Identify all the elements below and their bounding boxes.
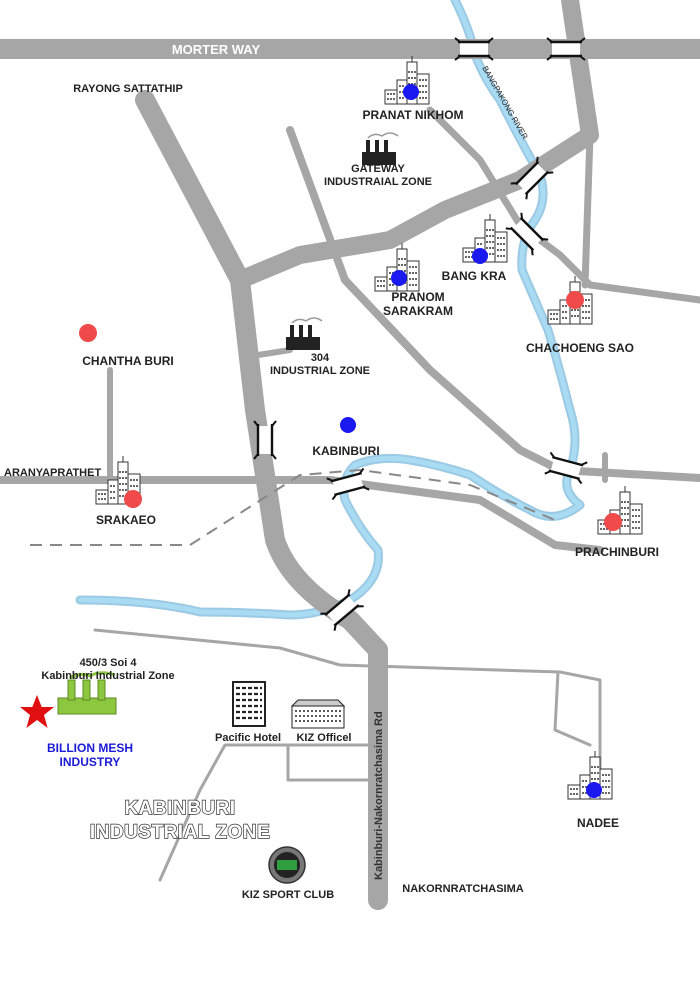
office-icon [290,699,346,729]
morter-way-label: MORTER WAY [172,42,261,57]
bridges [252,36,589,632]
chachoeng-sao-label: CHACHOENG SAO [526,341,634,355]
kiz-title-2: INDUSTRIAL ZONE [90,822,270,843]
prachinburi-label: PRACHINBURI [575,545,659,559]
marker-prachinburi [604,513,622,531]
zone304-factory-icon [285,317,323,350]
gateway-label-2: INDUSTRAIAL ZONE [324,176,432,188]
kabinburi-label: KABINBURI [312,444,379,458]
address-line-2: Kabinburi Industrial Zone [41,670,174,682]
river [75,0,585,620]
marker-srakaeo [124,490,142,508]
hotel-icon [232,681,266,727]
address-line-1: 450/3 Soi 4 [80,657,138,669]
kiz-office-label: KIZ Officel [296,732,351,744]
marker-bang-kra [472,248,488,264]
kabinburi-nakorn-road-label: Kabinburi-Nakornratchasima Rd [373,711,385,880]
pranom-label-2: SARAKRAM [383,304,453,318]
stadium-icon [268,846,306,884]
company-star-icon [20,695,54,728]
rayong-label: RAYONG SATTATHIP [73,83,183,95]
company-name-1: BILLION MESH [47,741,133,755]
marker-pranat-nikhom [403,84,419,100]
marker-pranom [391,270,407,286]
pranom-label-1: PRANOM [391,290,444,304]
kiz-title-1: KABINBURI [124,798,235,819]
srakaeo-label: SRAKAEO [96,513,156,527]
company-name-2: INDUSTRY [60,755,121,769]
aranyaprathet-label: ARANYAPRATHET [4,467,101,479]
marker-chachoeng-sao [566,291,584,309]
gateway-factory-icon [361,132,399,165]
pranat-nikhom-label: PRANAT NIKHOM [362,108,463,122]
marker-nadee [586,782,602,798]
company-factory-icon [57,671,117,715]
zone304-label-1: 304 [311,352,330,364]
nakornratchasima-label: NAKORNRATCHASIMA [402,883,523,895]
railway [30,468,556,546]
zone304-label-2: INDUSTRIAL ZONE [270,365,370,377]
bang-kra-label: BANG KRA [442,269,507,283]
sport-club-label: KIZ SPORT CLUB [242,889,334,901]
chantha-buri-label: CHANTHA BURI [82,354,174,368]
gateway-label-1: GATEWAY [351,163,405,175]
marker-kabinburi [340,417,356,433]
marker-chantha-buri [79,324,97,342]
markers [79,84,622,798]
nadee-label: NADEE [577,816,619,830]
roads [0,0,700,910]
pacific-hotel-label: Pacific Hotel [215,732,281,744]
river-label: BANGPAKONG RIVER [480,65,529,142]
